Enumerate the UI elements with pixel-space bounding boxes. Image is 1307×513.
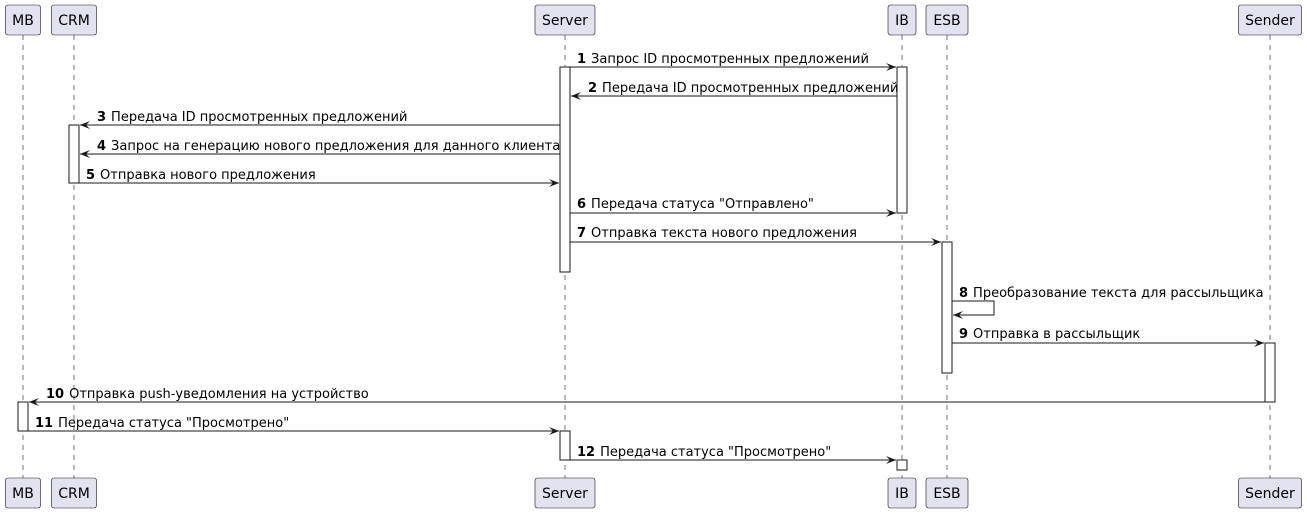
message-number: 7 [577, 226, 586, 241]
message-text: Преобразование текста для рассыльщика [973, 286, 1264, 301]
message-arrowhead [886, 456, 896, 464]
message-text: Передача ID просмотренных предложений [111, 110, 407, 125]
message-arrowhead [1254, 339, 1264, 347]
message-label: 9 Отправка в рассыльщик [959, 327, 1140, 342]
message-number: 11 [35, 416, 53, 431]
activation-bar-sender [1264, 342, 1276, 403]
participant-box-sender-top: Sender [1238, 4, 1302, 36]
participant-box-crm-top: CRM [51, 4, 97, 36]
message-text: Передача статуса "Отправлено" [591, 197, 814, 212]
message-arrowhead [571, 92, 581, 100]
participant-box-ib-bottom: IB [887, 477, 917, 509]
message-text: Передача статуса "Просмотрено" [600, 445, 831, 460]
message-number: 10 [46, 387, 64, 402]
message-9: 9 Отправка в рассыльщик [952, 327, 1264, 347]
message-text: Запрос на генерацию нового предложения д… [111, 139, 560, 154]
participant-label: Sender [1245, 486, 1295, 502]
message-label: 7 Отправка текста нового предложения [577, 226, 857, 241]
message-3: 3 Передача ID просмотренных предложений [80, 110, 560, 129]
message-label: 10 Отправка push-уведомления на устройств… [46, 387, 369, 402]
activation-bar-server [559, 430, 571, 461]
participant-label: IB [895, 486, 909, 502]
participant-box-mb-bottom: MB [5, 477, 41, 509]
participant-box-server-bottom: Server [534, 477, 596, 509]
message-label: 1 Запрос ID просмотренных предложений [577, 52, 869, 67]
message-arrowhead [29, 398, 39, 406]
participant-label: MB [12, 486, 34, 502]
activation-bar-ib [896, 66, 908, 214]
message-number: 4 [97, 139, 106, 154]
message-5: 5 Отправка нового предложения [79, 168, 559, 187]
message-4: 4 Запрос на генерацию нового предложения … [80, 139, 560, 158]
participant-box-ib-top: IB [887, 4, 917, 36]
activation-bar-crm [68, 124, 80, 184]
activation-bar-esb [941, 241, 953, 374]
message-arrowhead [953, 311, 963, 319]
message-10: 10 Отправка push-уведомления на устройств… [29, 387, 1265, 406]
message-label: 11 Передача статуса "Просмотрено" [35, 416, 289, 431]
activation-bar-mb [17, 401, 29, 432]
message-arrowhead [886, 209, 896, 217]
message-number: 5 [86, 168, 95, 183]
message-text: Запрос ID просмотренных предложений [591, 52, 869, 67]
message-label: 3 Передача ID просмотренных предложений [97, 110, 407, 125]
participant-box-esb-top: ESB [925, 4, 969, 36]
message-arrowhead [886, 63, 896, 71]
message-text: Отправка в рассыльщик [973, 327, 1140, 342]
message-text: Передача ID просмотренных предложений [602, 81, 898, 96]
participant-label: Sender [1245, 13, 1295, 29]
participant-box-esb-bottom: ESB [925, 477, 969, 509]
message-arrowhead [80, 150, 90, 158]
message-text: Отправка нового предложения [100, 168, 316, 183]
message-label: 12 Передача статуса "Просмотрено" [577, 445, 831, 460]
message-number: 1 [577, 52, 586, 67]
participant-label: CRM [58, 486, 90, 502]
message-label: 4 Запрос на генерацию нового предложения … [97, 139, 560, 154]
participant-label: ESB [933, 13, 960, 29]
activation-bar-ib [896, 459, 908, 471]
message-1: 1 Запрос ID просмотренных предложений [570, 52, 896, 71]
participant-label: ESB [933, 486, 960, 502]
message-text: Передача статуса "Просмотрено" [58, 416, 289, 431]
message-number: 3 [97, 110, 106, 125]
message-7: 7 Отправка текста нового предложения [570, 226, 941, 246]
participant-box-crm-bottom: CRM [51, 477, 97, 509]
message-text: Отправка текста нового предложения [591, 226, 857, 241]
message-label: 8 Преобразование текста для рассыльщика [959, 286, 1264, 301]
message-label: 2 Передача ID просмотренных предложений [588, 81, 898, 96]
message-8: 8 Преобразование текста для рассыльщика [952, 286, 1264, 319]
message-arrowhead [80, 121, 90, 129]
message-6: 6 Передача статуса "Отправлено" [570, 197, 896, 217]
message-2: 2 Передача ID просмотренных предложений [571, 81, 898, 100]
message-arrowhead [549, 179, 559, 187]
message-arrowhead [931, 238, 941, 246]
participant-label: MB [12, 13, 34, 29]
message-label: 5 Отправка нового предложения [86, 168, 316, 183]
message-text: Отправка push-уведомления на устройство [69, 387, 369, 402]
message-number: 6 [577, 197, 586, 212]
participant-label: CRM [58, 13, 90, 29]
message-number: 12 [577, 445, 595, 460]
message-label: 6 Передача статуса "Отправлено" [577, 197, 814, 212]
message-12: 12 Передача статуса "Просмотрено" [570, 445, 896, 464]
participant-box-server-top: Server [534, 4, 596, 36]
message-line [952, 300, 995, 316]
participant-label: Server [542, 13, 588, 29]
message-number: 8 [959, 286, 968, 301]
participant-box-sender-bottom: Sender [1238, 477, 1302, 509]
activation-bar-server [559, 66, 571, 273]
participant-label: Server [542, 486, 588, 502]
message-number: 9 [959, 327, 968, 342]
participant-label: IB [895, 13, 909, 29]
participant-box-mb-top: MB [5, 4, 41, 36]
message-11: 11 Передача статуса "Просмотрено" [28, 416, 559, 435]
message-arrowhead [549, 427, 559, 435]
message-number: 2 [588, 81, 597, 96]
